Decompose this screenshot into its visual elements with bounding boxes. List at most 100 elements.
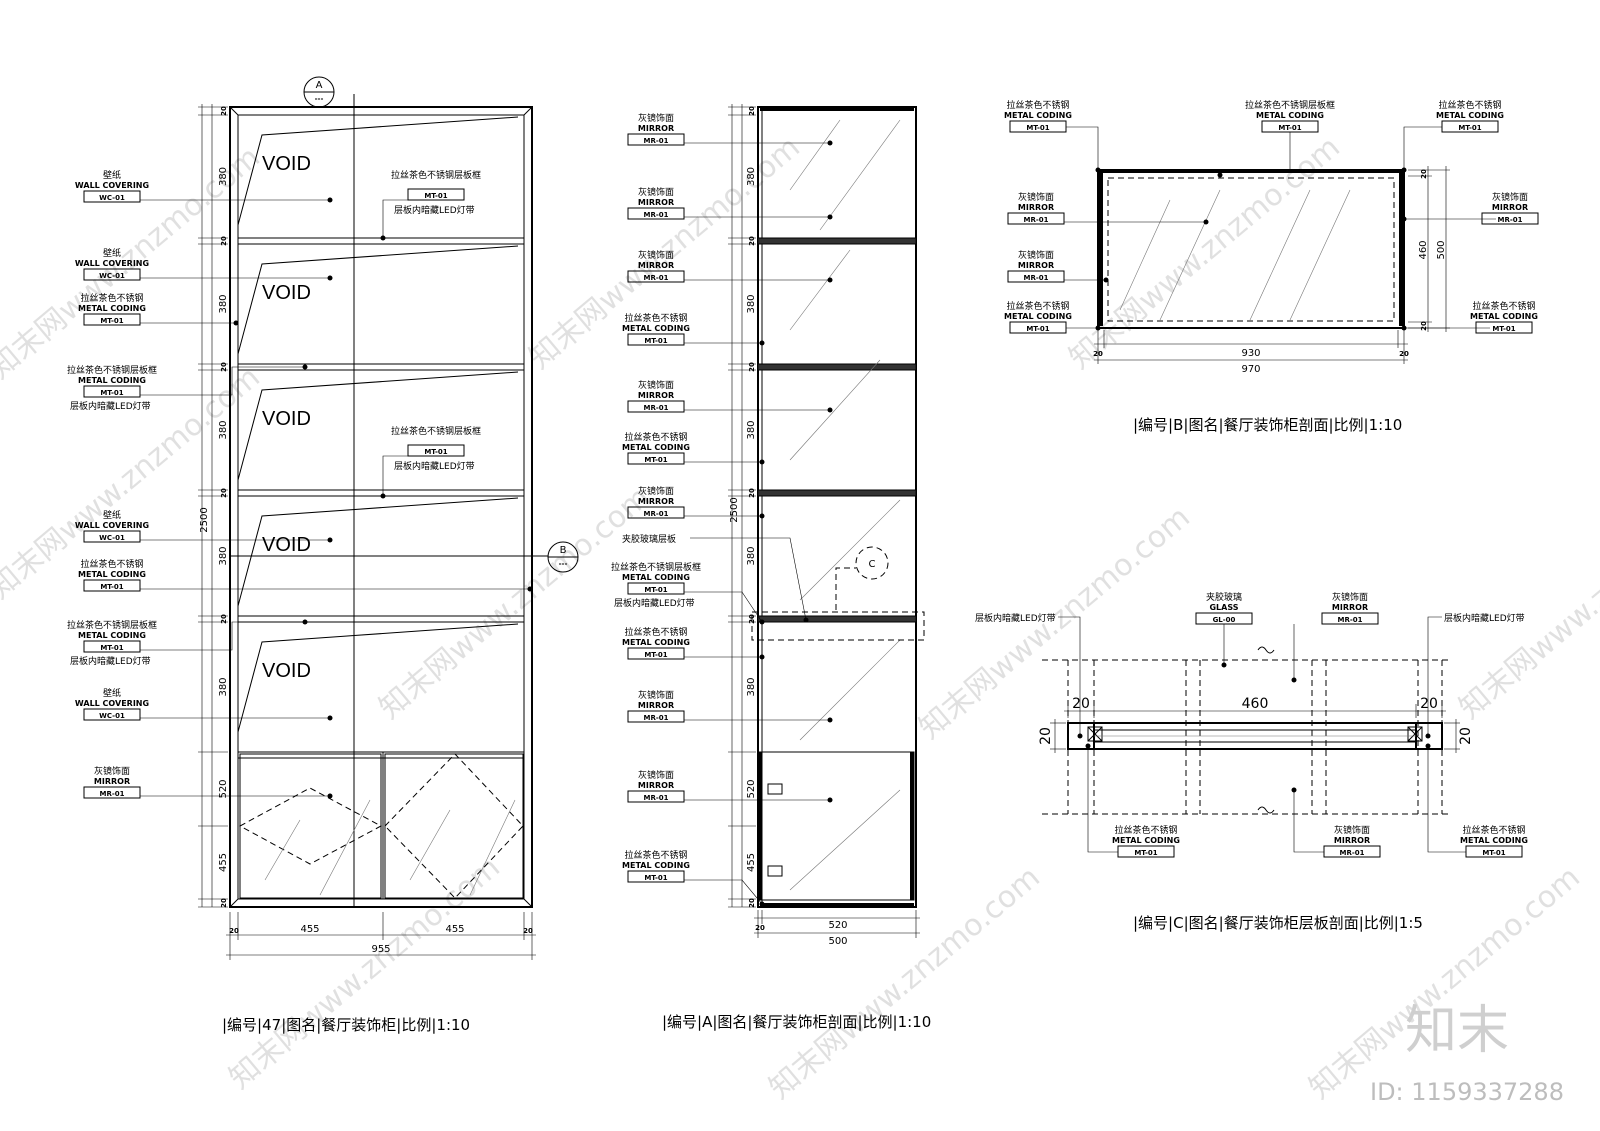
el-callout-5-en: METAL CODING xyxy=(78,570,146,579)
drawing-b-section: 20 930 20 970 20 460 20 500 拉丝茶色不锈钢METAL… xyxy=(1004,99,1539,434)
el-callout-8-code: MR-01 xyxy=(99,790,124,798)
sb-callout-5-code: MR-01 xyxy=(1497,216,1522,224)
el-inner-callout-1-leader xyxy=(382,455,408,496)
el-inner-callout-1-dot xyxy=(380,493,386,499)
sc-bottom-callout-2-cn: 拉丝茶色不锈钢 xyxy=(1462,824,1525,836)
el-callout-5-code: MT-01 xyxy=(100,583,123,591)
el-vdim-12: 20 xyxy=(220,898,228,908)
section-marker-a: A xyxy=(316,80,323,91)
void-label-2: VOID xyxy=(262,408,311,430)
sa-callout-6-en: MIRROR xyxy=(638,497,674,506)
el-callout-7-code: WC-01 xyxy=(99,712,125,720)
sa-callout-4-dot xyxy=(827,407,833,413)
sb-callout-2-en: METAL CODING xyxy=(1436,111,1504,120)
sb-callout-2-dot xyxy=(1401,167,1407,173)
el-callout-7-box xyxy=(83,708,141,721)
sb-callout-0-box xyxy=(1009,120,1067,133)
sa-callout-3-box xyxy=(627,333,685,346)
el-inner-callout-1-note: 层板内暗藏LED灯带 xyxy=(394,460,475,472)
sc-top-callout-1-cn: 灰镜饰面 xyxy=(1332,591,1368,603)
sb-callout-5-box xyxy=(1481,212,1539,225)
sa-vdim-12: 20 xyxy=(748,898,756,908)
el-callout-8-box xyxy=(83,786,141,799)
el-callout-0-box xyxy=(83,190,141,203)
sb-callout-4-cn: 灰镜饰面 xyxy=(1018,249,1054,261)
sa-vdim-9: 380 xyxy=(746,677,757,696)
sa-callout-6-code: MR-01 xyxy=(643,510,668,518)
sb-callout-4-box xyxy=(1007,270,1065,283)
sc-top-callout-0-en: GLASS xyxy=(1209,603,1238,612)
sa-callout-8-box xyxy=(627,647,685,660)
section-shelf-2 xyxy=(757,489,917,497)
sb-callout-6-code: MT-01 xyxy=(1026,325,1049,333)
el-vdim-3: 380 xyxy=(218,294,229,313)
svg-text:---: --- xyxy=(559,560,568,568)
el-callout-2-dot xyxy=(233,320,239,326)
sb-callout-0-cn: 拉丝茶色不锈钢 xyxy=(1006,99,1069,111)
sb-callout-4-code: MR-01 xyxy=(1023,274,1048,282)
sa-callout-8-cn: 拉丝茶色不锈钢 xyxy=(624,626,687,638)
sc-bottom-callout-2-leader xyxy=(1427,746,1466,853)
sa-callout-7-code: MT-01 xyxy=(644,586,667,594)
sa-callout-5-code: MT-01 xyxy=(644,456,667,464)
sc-bottom-callout-1-en: MIRROR xyxy=(1334,836,1370,845)
detail-dim-460: 460 xyxy=(1242,696,1269,712)
sa-callout-10-dot xyxy=(827,797,833,803)
sb-callout-7-dot xyxy=(1401,325,1407,331)
el-callout-4-dot xyxy=(327,537,333,543)
sa-callout-7-en: METAL CODING xyxy=(622,573,690,582)
void-diagonal-2 xyxy=(237,371,519,481)
sa-vdim-7: 380 xyxy=(746,546,757,565)
plan-dim-970: 970 xyxy=(1241,364,1260,375)
sa-callout-4-en: MIRROR xyxy=(638,391,674,400)
el-inner-callout-1-cn: 拉丝茶色不锈钢层板框 xyxy=(391,425,481,437)
section-marker-c: C xyxy=(869,559,876,570)
watermark-text-9: 知末网www.znzmo.com xyxy=(1303,860,1587,1106)
sa-callout-0-cn: 灰镜饰面 xyxy=(638,112,674,124)
el-callout-0-dot xyxy=(327,197,333,203)
plan-dim-bottom: 20 xyxy=(1420,321,1428,331)
detail-dim-h-right: 20 xyxy=(1458,727,1474,745)
section-a-total-height: 2500 xyxy=(729,497,740,522)
led-label-left: 层板内暗藏LED灯带 xyxy=(975,612,1056,624)
sa-callout-5-dot xyxy=(759,459,765,465)
section-shelf-1 xyxy=(757,363,917,371)
sa-callout-5-box xyxy=(627,452,685,465)
sa-callout-1-code: MR-01 xyxy=(643,211,668,219)
sa-callout-3-code: MT-01 xyxy=(644,337,667,345)
plan-dim-top: 20 xyxy=(1420,169,1428,179)
el-callout-6-dot xyxy=(302,619,308,625)
sa-callout-11-box xyxy=(627,870,685,883)
sb-callout-4-en: MIRROR xyxy=(1018,261,1054,270)
sa-callout-7-box xyxy=(627,582,685,595)
el-callout-1-dot xyxy=(327,275,333,281)
void-label-1: VOID xyxy=(262,282,311,304)
sb-callout-1-en: METAL CODING xyxy=(1256,111,1324,120)
sb-callout-6-dot xyxy=(1095,325,1101,331)
sb-callout-3-box xyxy=(1007,212,1065,225)
bottom-dim-455-left: 455 xyxy=(300,924,319,935)
sc-top-callout-1-code: MR-01 xyxy=(1337,616,1362,624)
el-vdim-4: 20 xyxy=(220,362,228,372)
el-vdim-8: 20 xyxy=(220,614,228,624)
el-inner-callout-0-code: MT-01 xyxy=(424,192,447,200)
el-callout-8-en: MIRROR xyxy=(94,777,130,786)
sa-callout-1-cn: 灰镜饰面 xyxy=(638,186,674,198)
sc-bottom-callout-2-box xyxy=(1465,845,1523,858)
sc-bottom-callout-2-en: METAL CODING xyxy=(1460,836,1528,845)
el-callout-7-en: WALL COVERING xyxy=(75,699,149,708)
el-vdim-6: 20 xyxy=(220,488,228,498)
total-height-dim: 2500 xyxy=(199,507,210,532)
